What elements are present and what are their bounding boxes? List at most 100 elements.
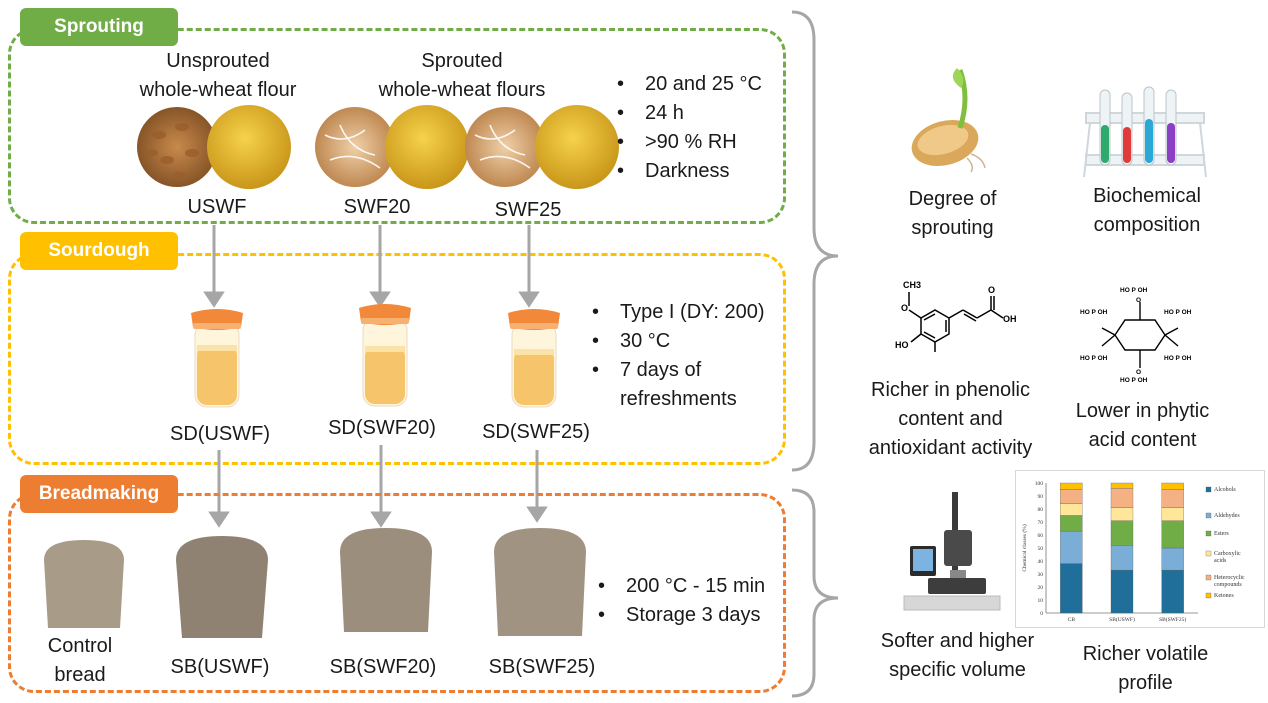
x-tick-label: SB(USWF) bbox=[1109, 616, 1135, 623]
condition: Darkness bbox=[615, 157, 762, 186]
outcome-phenolic: Richer in phenolic content and antioxida… bbox=[868, 379, 1033, 459]
bar-segment bbox=[1110, 569, 1134, 614]
bar-segment bbox=[1110, 520, 1134, 546]
bar-segment bbox=[1161, 547, 1184, 571]
outcome-phytic: Lower in phytic acid content bbox=[1075, 400, 1210, 451]
bread-control bbox=[44, 540, 124, 628]
bar-segment bbox=[1060, 515, 1083, 532]
condition: 24 h bbox=[615, 99, 762, 128]
y-tick-label: 30 bbox=[1038, 572, 1044, 578]
bar-segment bbox=[1161, 569, 1184, 614]
bar-segment bbox=[1161, 520, 1184, 549]
bar-segment bbox=[1110, 507, 1134, 521]
y-tick-label: 50 bbox=[1038, 546, 1044, 552]
bar-segment bbox=[1060, 563, 1083, 614]
sprouting-seed-icon bbox=[911, 68, 986, 173]
bar-segment bbox=[1060, 489, 1083, 504]
sample-sb-swf20: SB(SWF20) bbox=[329, 656, 437, 678]
condition: >90 % RH bbox=[615, 128, 762, 157]
legend-swatch bbox=[1205, 574, 1212, 581]
y-axis-label: Chemical classes (%) bbox=[1021, 524, 1028, 572]
bread-sb-swf25 bbox=[494, 528, 586, 636]
y-tick-label: 10 bbox=[1038, 598, 1044, 604]
sprouting-conditions: 20 and 25 °C 24 h >90 % RH Darkness bbox=[615, 70, 762, 186]
x-tick-label: CB bbox=[1068, 617, 1076, 623]
condition: 200 °C - 15 min bbox=[596, 572, 786, 601]
sample-sd-swf20: SD(SWF20) bbox=[328, 417, 436, 439]
sprouting-panel bbox=[8, 28, 786, 224]
legend-swatch bbox=[1205, 592, 1212, 599]
sample-swf25: SWF25 bbox=[494, 199, 562, 221]
sourdough-panel bbox=[8, 253, 786, 465]
svg-text:HO P OH: HO P OH bbox=[1164, 355, 1192, 362]
svg-text:O: O bbox=[1136, 369, 1141, 376]
legend-swatch bbox=[1205, 486, 1212, 493]
bar-segment bbox=[1060, 482, 1083, 490]
sample-swf20: SWF20 bbox=[343, 196, 411, 218]
legend-label: Ketones bbox=[1214, 593, 1234, 599]
condition: 20 and 25 °C bbox=[615, 70, 762, 99]
bar-segment bbox=[1161, 482, 1184, 490]
bar-segment bbox=[1161, 489, 1184, 508]
bread-sb-uswf bbox=[176, 536, 268, 638]
brace-upper bbox=[791, 10, 839, 472]
legend-swatch bbox=[1205, 512, 1212, 519]
y-tick-label: 80 bbox=[1038, 507, 1044, 513]
swf25-grain-flour-image bbox=[465, 105, 619, 189]
legend-label: Aldehydes bbox=[1214, 513, 1240, 519]
outcome-degree-sprouting: Degree of sprouting bbox=[908, 188, 997, 239]
sample-sd-uswf: SD(USWF) bbox=[170, 423, 270, 445]
y-tick-label: 90 bbox=[1038, 494, 1044, 500]
sample-sb-uswf: SB(USWF) bbox=[170, 656, 270, 678]
test-tubes-icon bbox=[1083, 86, 1207, 178]
texture-analyzer-icon bbox=[903, 492, 1001, 611]
y-tick-label: 40 bbox=[1038, 559, 1044, 565]
unsprouted-title: Unsprouted whole-wheat flour bbox=[139, 50, 297, 101]
bar-segment bbox=[1161, 507, 1184, 521]
bar-segment bbox=[1110, 482, 1134, 489]
breadmaking-conditions: 200 °C - 15 min Storage 3 days bbox=[596, 572, 786, 630]
y-tick-label: 100 bbox=[1035, 481, 1044, 487]
y-tick-label: 20 bbox=[1038, 585, 1044, 591]
sample-sd-swf25: SD(SWF25) bbox=[482, 421, 590, 443]
sprouted-title: Sprouted whole-wheat flours bbox=[378, 50, 546, 101]
sprouting-tag: Sprouting bbox=[20, 8, 178, 46]
x-tick-label: SB(SWF25) bbox=[1159, 616, 1186, 623]
outcome-volatile: Richer volatile profile bbox=[1082, 643, 1209, 694]
condition: Storage 3 days bbox=[596, 601, 786, 630]
ferulic-label-o: O bbox=[901, 303, 908, 313]
y-tick-label: 60 bbox=[1038, 533, 1044, 539]
ferulic-label-o2: O bbox=[988, 285, 995, 295]
condition: Type I (DY: 200) bbox=[590, 298, 780, 327]
brace-lower bbox=[791, 488, 839, 698]
bar-segment bbox=[1110, 488, 1134, 508]
bar-segment bbox=[1110, 545, 1134, 571]
svg-text:HO P OH: HO P OH bbox=[1120, 377, 1148, 384]
legend-label: Esters bbox=[1214, 531, 1229, 537]
sample-control-bread: Control bread bbox=[47, 635, 113, 686]
jar-sd-swf25 bbox=[508, 309, 560, 408]
y-tick-label: 70 bbox=[1038, 520, 1044, 526]
svg-text:HO P OH: HO P OH bbox=[1164, 309, 1192, 316]
svg-text:HO P OH: HO P OH bbox=[1120, 287, 1148, 294]
condition: 7 days of refreshments bbox=[590, 356, 780, 414]
condition: 30 °C bbox=[590, 327, 780, 356]
ferulic-label-ch3: CH3 bbox=[903, 280, 921, 290]
jar-sd-uswf bbox=[191, 309, 243, 408]
legend-swatch bbox=[1205, 550, 1212, 557]
svg-text:HO P OH: HO P OH bbox=[1080, 309, 1108, 316]
outcome-biochemical: Biochemical composition bbox=[1093, 185, 1201, 236]
legend-label: Alcohols bbox=[1214, 487, 1236, 493]
sourdough-conditions: Type I (DY: 200) 30 °C 7 days of refresh… bbox=[590, 298, 780, 414]
bar-segment bbox=[1060, 503, 1083, 516]
uswf-grain-flour-image bbox=[137, 105, 291, 189]
ferulic-label-oh: OH bbox=[1003, 314, 1017, 324]
sourdough-tag: Sourdough bbox=[20, 232, 178, 270]
bar-segment bbox=[1060, 530, 1083, 564]
sample-sb-swf25: SB(SWF25) bbox=[488, 656, 596, 678]
